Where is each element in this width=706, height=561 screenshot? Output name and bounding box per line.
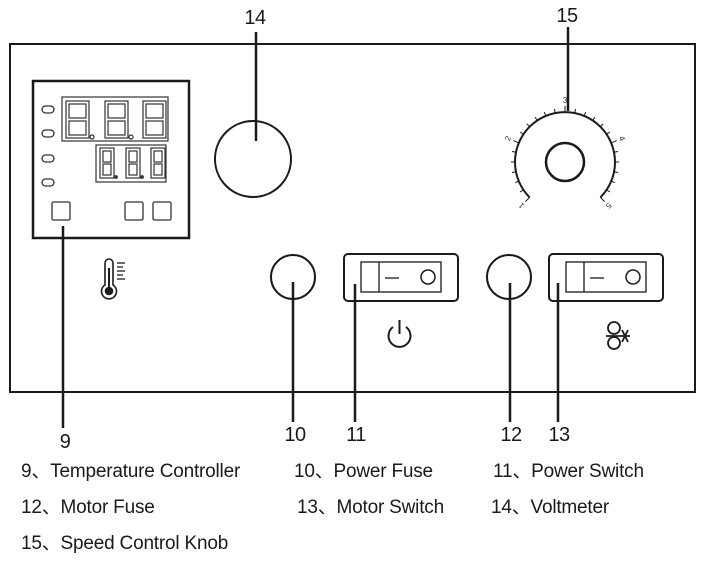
speed-control-knob[interactable]: 1 2 3 4 5 [503, 96, 627, 211]
speed-minor-tick [606, 189, 611, 193]
speed-minor-tick [592, 116, 596, 121]
speed-scale-label: 4 [617, 135, 627, 143]
legend-item-10: 10、Power Fuse [294, 461, 433, 482]
speed-minor-tick [514, 180, 519, 184]
speed-minor-tick [574, 108, 576, 114]
power-switch[interactable] [343, 253, 459, 302]
indicator-led [41, 178, 55, 187]
speed-minor-tick [519, 189, 524, 193]
digit [125, 147, 144, 179]
callout-11: 11 [346, 424, 366, 446]
legend-item-15: 15、Speed Control Knob [21, 533, 229, 554]
speed-major-tick [513, 140, 519, 144]
indicator-led [41, 154, 55, 163]
speed-minor-tick [543, 111, 547, 116]
digit [142, 100, 167, 139]
motor-switch-rocker[interactable] [565, 261, 647, 293]
speed-scale-labels: 1 2 3 4 5 [503, 96, 627, 211]
speed-minor-tick [511, 151, 517, 153]
controller-button-set[interactable] [51, 201, 71, 221]
motor-switch[interactable] [548, 253, 664, 302]
power-icon [387, 320, 412, 348]
power-switch-rocker[interactable] [360, 261, 442, 293]
legend-item-11: 11、Power Switch [493, 461, 644, 482]
speed-minor-tick [606, 131, 611, 135]
indicator-led [41, 105, 55, 114]
speed-knob-dial[interactable] [544, 141, 586, 183]
legend-item-13: 13、Motor Switch [297, 497, 444, 518]
motor-switch-bezel [548, 253, 664, 302]
callout-15: 15 [556, 5, 578, 27]
speed-minor-tick [554, 108, 556, 114]
thermometer-icon [100, 258, 125, 300]
power-switch-bezel [343, 253, 459, 302]
callout-10: 10 [284, 424, 306, 446]
digit [65, 100, 95, 140]
indicator-leds [41, 105, 55, 187]
controller-button-down[interactable] [152, 201, 172, 221]
temperature-controller [31, 79, 191, 240]
controller-button-up[interactable] [124, 201, 144, 221]
lower-display-frame [95, 144, 167, 183]
digit [104, 100, 134, 140]
upper-display [61, 96, 169, 142]
speed-minor-tick [583, 111, 587, 116]
speed-scale-label: 2 [503, 134, 513, 142]
speed-minor-tick [526, 123, 530, 127]
speed-minor-tick [611, 180, 616, 184]
speed-scale-label: 5 [603, 201, 613, 211]
speed-scale-ticks [511, 106, 619, 202]
callout-14: 14 [244, 7, 266, 29]
callout-12: 12 [500, 424, 522, 446]
speed-scale-label: 3 [563, 96, 568, 105]
speed-minor-tick [613, 171, 619, 173]
legend-item-9: 9、Temperature Controller [21, 461, 241, 482]
speed-minor-tick [511, 171, 517, 173]
callout-9: 9 [59, 431, 71, 453]
speed-major-tick [600, 197, 605, 202]
speed-minor-tick [519, 131, 524, 135]
legend-item-14: 14、Voltmeter [491, 497, 609, 518]
lower-display [95, 144, 167, 183]
panel-outline [9, 43, 696, 393]
legend-item-12: 12、Motor Fuse [21, 497, 155, 518]
indicator-led [41, 129, 55, 138]
speed-major-tick [611, 140, 617, 144]
voltmeter [214, 120, 292, 198]
speed-minor-tick [613, 151, 619, 153]
speed-major-tick [525, 197, 530, 202]
upper-display-frame [61, 96, 169, 142]
digit [150, 147, 166, 179]
callout-13: 13 [548, 424, 570, 446]
motor-icon [606, 321, 630, 350]
speed-minor-tick [600, 123, 604, 127]
digit [99, 147, 118, 179]
speed-scale-arc [514, 111, 616, 199]
speed-minor-tick [534, 116, 538, 121]
leader-lines [61, 27, 570, 428]
speed-scale-label: 1 [516, 200, 526, 210]
